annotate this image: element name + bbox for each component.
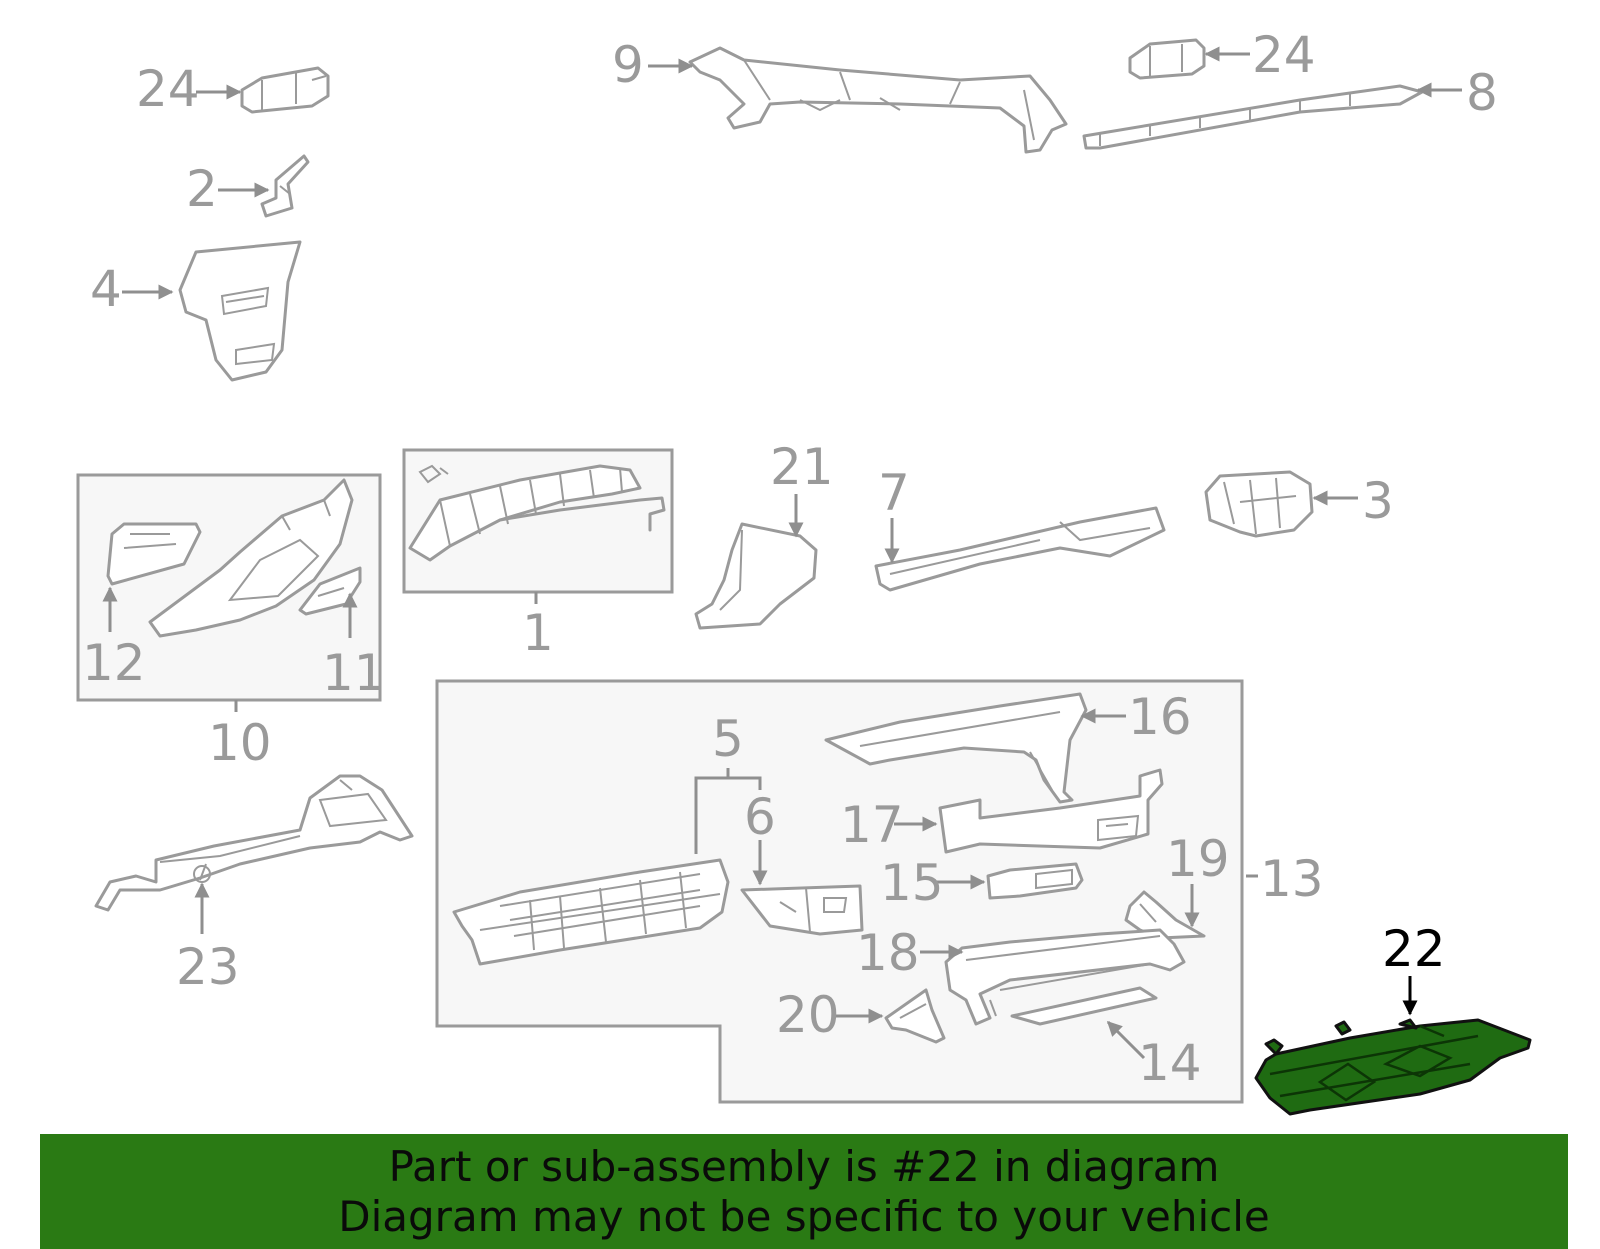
callout-19: 19 (1166, 830, 1230, 888)
part-4-side-vent: 4 (90, 240, 302, 382)
callout-7: 7 (878, 464, 910, 522)
part-10-lower-panel (148, 478, 354, 638)
callout-22: 22 (1382, 920, 1446, 978)
callout-13: 13 (1260, 850, 1324, 908)
part-15-switch: 15 (880, 854, 1084, 912)
part-7-trim-bar: 7 (874, 464, 1166, 592)
part-2-bracket: 2 (186, 154, 310, 218)
callout-5: 5 (712, 710, 744, 768)
callout-14: 14 (1138, 1034, 1202, 1092)
callout-8: 8 (1466, 64, 1498, 122)
part-16-trim-panel: 16 (824, 688, 1192, 804)
part-18-lower-bezel: 18 (856, 924, 1186, 1026)
callout-11: 11 (322, 644, 386, 702)
callout-9: 9 (612, 36, 644, 94)
callout-6: 6 (744, 788, 776, 846)
banner-line-1: Part or sub-assembly is #22 in diagram (388, 1142, 1220, 1191)
part-8-trim-strip: 8 (1082, 64, 1498, 150)
part-12-bracket: 12 (82, 522, 202, 692)
callout-24-left: 24 (136, 60, 200, 118)
callout-17: 17 (840, 796, 904, 854)
part-17-switch-bezel: 17 (840, 768, 1164, 854)
part-19-cap: 19 (1124, 830, 1230, 940)
part-9-upper-panel: 9 (612, 36, 1068, 154)
callout-10: 10 (208, 714, 272, 772)
callout-3: 3 (1362, 472, 1394, 530)
info-banner: Part or sub-assembly is #22 in diagram D… (40, 1134, 1568, 1249)
part-23-bracket: 23 (94, 774, 414, 996)
part-6-switch-panel: 6 (740, 788, 864, 936)
callout-2: 2 (186, 160, 218, 218)
callout-21: 21 (770, 438, 834, 496)
callout-20: 20 (776, 986, 840, 1044)
callout-16: 16 (1128, 688, 1192, 746)
part-22-highlighted[interactable]: 22 (1254, 920, 1532, 1116)
part-11-trim: 11 (298, 566, 386, 702)
callout-24-right: 24 (1252, 26, 1316, 84)
banner-line-2: Diagram may not be specific to your vehi… (338, 1192, 1270, 1241)
part-14-strip: 14 (1010, 986, 1202, 1092)
callout-1: 1 (522, 604, 554, 662)
part-21-side-cover: 21 (694, 438, 834, 630)
part-1-dash-register: 1 (408, 464, 666, 662)
part-20-trim-piece: 20 (776, 986, 946, 1044)
part-24-clip-left: 24 (136, 60, 330, 118)
part-5-center-vent (452, 858, 730, 966)
part-24-clip-right: 24 (1128, 26, 1316, 84)
callout-12: 12 (82, 634, 146, 692)
callout-18: 18 (856, 924, 920, 982)
callout-4: 4 (90, 260, 122, 318)
callout-15: 15 (880, 854, 944, 912)
part-3-vent-unit: 3 (1204, 470, 1394, 538)
callout-23: 23 (176, 938, 240, 996)
